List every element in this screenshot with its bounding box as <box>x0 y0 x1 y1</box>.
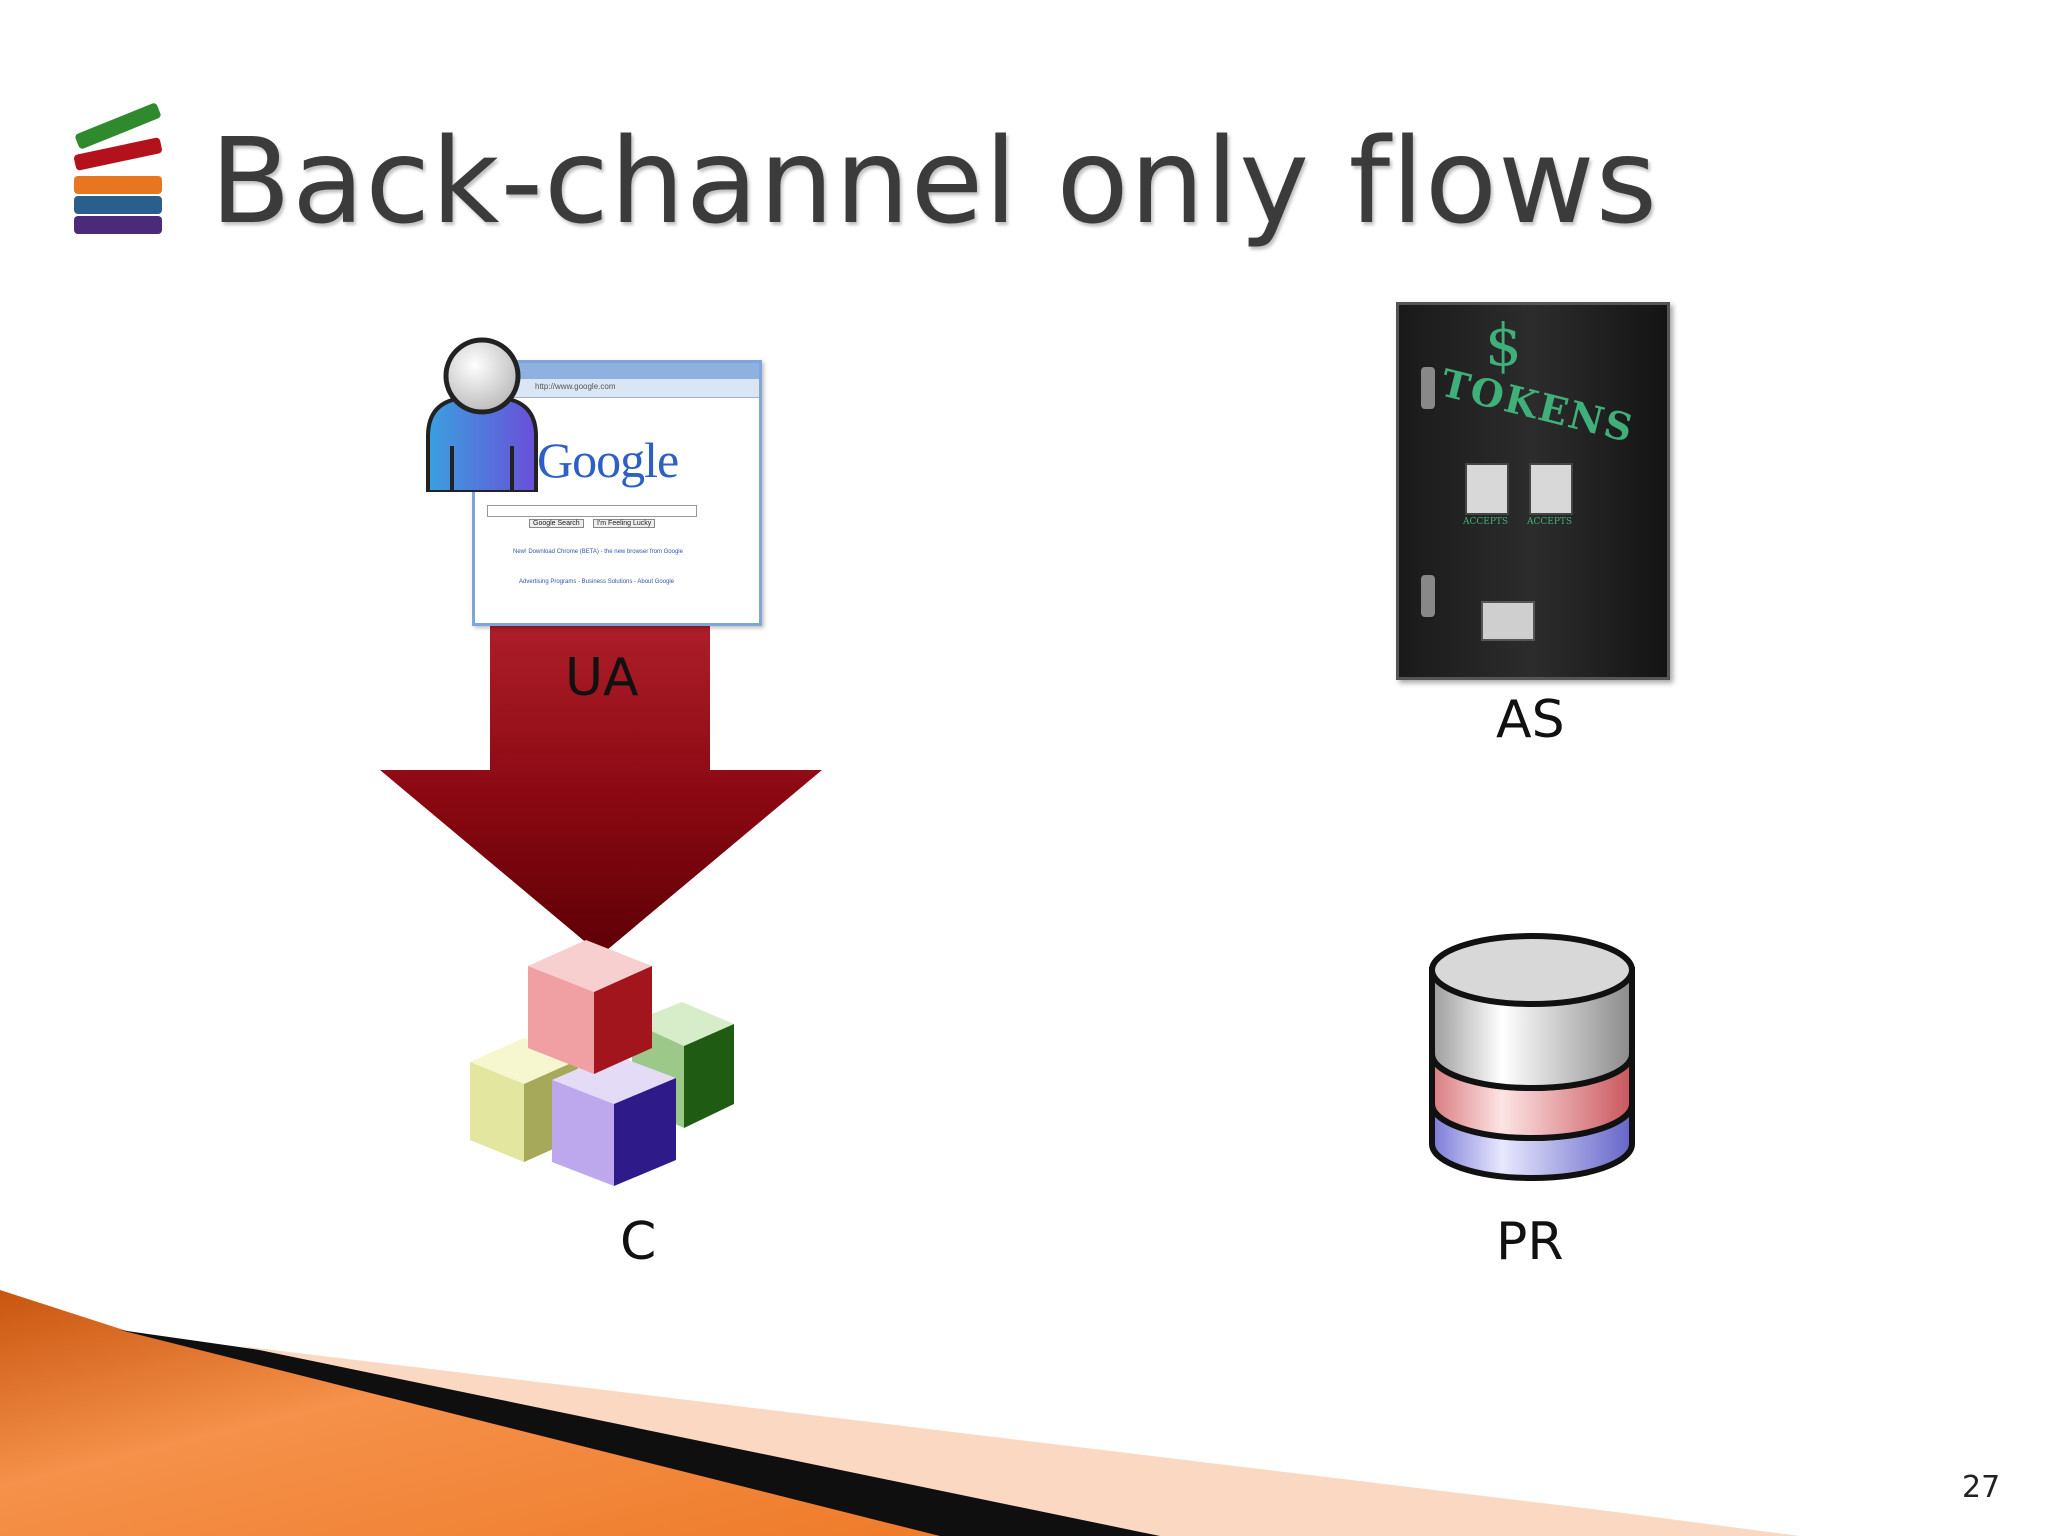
bill-slot-right <box>1529 463 1573 515</box>
client-label: C <box>620 1212 657 1272</box>
accepts-left: ACCEPTS <box>1463 517 1509 527</box>
database-icon <box>1429 933 1635 1181</box>
pr-label: PR <box>1496 1212 1564 1272</box>
lucky-button: I'm Feeling Lucky <box>593 519 656 528</box>
token-dispenser-tray <box>1481 601 1535 641</box>
ua-label: UA <box>565 648 639 708</box>
user-icon <box>426 337 538 492</box>
tokens-sign: TOKENS <box>1436 359 1640 452</box>
promo-text: New! Download Chrome (BETA) - the new br… <box>513 549 683 555</box>
accepts-right: ACCEPTS <box>1527 517 1573 527</box>
token-machine-lock-top <box>1421 367 1435 409</box>
orange-swoosh <box>0 1290 1800 1536</box>
page-number: 27 <box>1962 1470 2001 1505</box>
search-box <box>487 505 697 517</box>
dollar-symbol: $ <box>1485 311 1522 379</box>
bill-slot-left <box>1465 463 1509 515</box>
browser-window: http://www.google.com Google Google Sear… <box>472 360 762 626</box>
token-machine-lock-bottom <box>1421 575 1435 617</box>
google-logo: Google <box>537 432 679 488</box>
as-label: AS <box>1496 690 1565 750</box>
browser-tab-bar <box>475 363 759 379</box>
browser-address-bar: http://www.google.com <box>475 379 759 398</box>
client-cubes-icon <box>470 940 734 1186</box>
google-search-button: Google Search <box>529 519 584 528</box>
footer-links: Advertising Programs - Business Solution… <box>519 579 675 585</box>
slide-title: Back-channel only flows <box>210 112 1659 250</box>
flow-arrow <box>380 610 822 955</box>
book-stack-icon <box>74 103 162 234</box>
token-machine: $ TOKENS ACCEPTS ACCEPTS <box>1396 302 1670 680</box>
url-text: http://www.google.com <box>535 382 616 391</box>
